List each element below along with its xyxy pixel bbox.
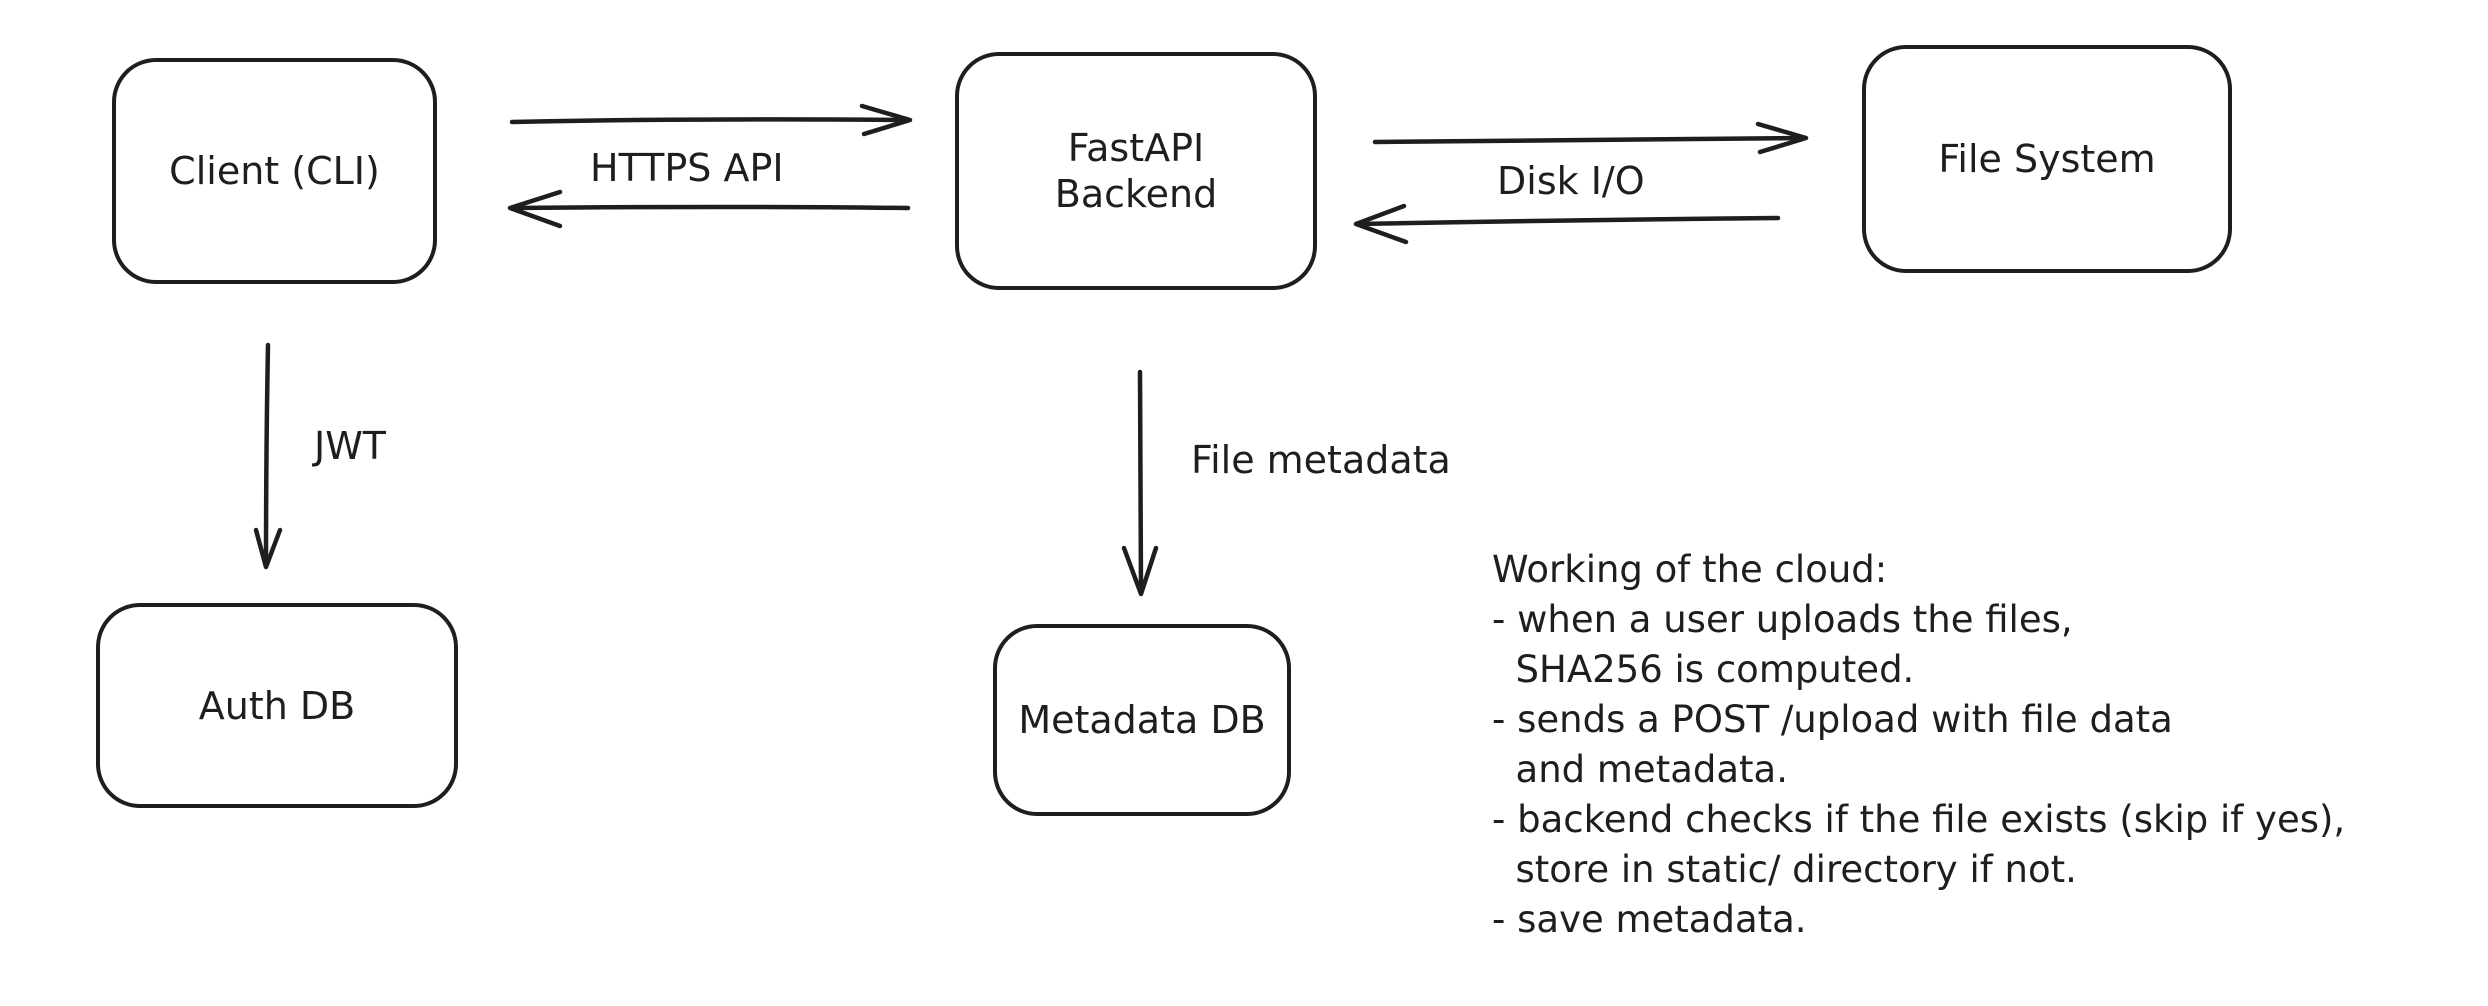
arrow-filesystem-to-backend xyxy=(1353,203,1781,245)
client-cli-label: Client (CLI) xyxy=(169,149,380,193)
arrow-backend-to-client xyxy=(507,189,911,229)
notes-line: - sends a POST /upload with file data xyxy=(1492,698,2173,741)
cloud-working-notes: Working of the cloud: - when a user uplo… xyxy=(1492,545,2472,945)
file-system-node: File System xyxy=(1862,45,2232,273)
file-system-label: File System xyxy=(1938,137,2156,181)
notes-line: SHA256 is computed. xyxy=(1492,648,1915,691)
client-cli-node: Client (CLI) xyxy=(112,58,437,284)
notes-line: - backend checks if the file exists (ski… xyxy=(1492,798,2346,841)
disk-io-edge-label: Disk I/O xyxy=(1497,159,1645,203)
auth-db-node: Auth DB xyxy=(96,603,458,808)
metadata-db-label: Metadata DB xyxy=(1018,698,1266,742)
notes-heading: Working of the cloud: xyxy=(1492,548,1888,591)
arrow-backend-to-metadatadb xyxy=(1121,369,1159,597)
notes-line: - when a user uploads the files, xyxy=(1492,598,2073,641)
notes-line: and metadata. xyxy=(1492,748,1788,791)
file-metadata-edge-label: File metadata xyxy=(1191,438,1451,482)
arrow-backend-to-filesystem xyxy=(1372,121,1809,155)
notes-line: store in static/ directory if not. xyxy=(1492,848,2077,891)
notes-line: - save metadata. xyxy=(1492,898,1807,941)
auth-db-label: Auth DB xyxy=(198,683,356,728)
https-api-edge-label: HTTPS API xyxy=(590,146,784,190)
metadata-db-node: Metadata DB xyxy=(993,624,1291,816)
arrow-client-to-backend xyxy=(509,103,913,137)
jwt-edge-label: JWT xyxy=(314,424,386,468)
fastapi-backend-node: FastAPI Backend xyxy=(955,52,1317,290)
arrow-client-to-authdb xyxy=(253,342,283,570)
fastapi-backend-label: FastAPI Backend xyxy=(1054,126,1218,216)
